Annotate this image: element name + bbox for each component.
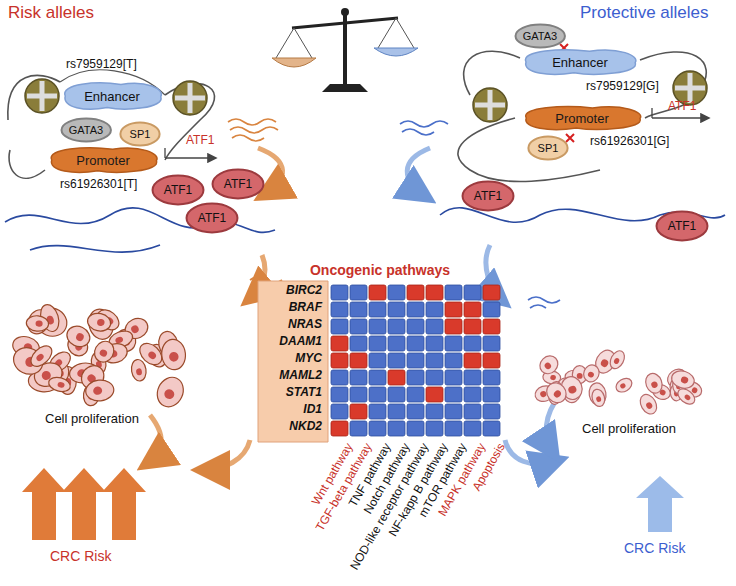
molecule-name: ATF1	[668, 219, 696, 233]
molecule-name: Enhancer	[84, 89, 140, 104]
molecule-name: ATF1	[198, 211, 226, 225]
molecule-name: ATF1	[224, 177, 252, 191]
molecule-shape: ATF1	[462, 181, 514, 211]
gene-name: NRAS	[288, 316, 322, 333]
molecule-shape: ATF1	[152, 175, 204, 205]
nucleosome	[25, 79, 207, 115]
gene-name: BRAF	[289, 299, 322, 316]
molecule-shape: SP1	[120, 122, 160, 146]
gene-name: ID1	[303, 401, 322, 418]
molecule-shape: ATF1	[656, 211, 708, 241]
molecule-shape: Enhancer	[520, 47, 640, 77]
molecule-name: GATA3	[69, 124, 103, 136]
gene-name: BIRC2	[286, 282, 322, 299]
molecule-shape: Promoter	[520, 104, 645, 132]
text-label: Risk alleles	[8, 3, 94, 23]
text-label: ATF1	[186, 134, 214, 148]
mrna-wave	[228, 119, 560, 308]
text-label: Cell proliferation	[45, 412, 139, 427]
molecule-name: ATF1	[164, 183, 192, 197]
molecule-shape: GATA3	[515, 24, 565, 48]
text-label: ATF1	[668, 100, 696, 114]
molecule-name: GATA3	[523, 30, 557, 42]
text-label: rs7959129[G]	[586, 80, 659, 94]
heatmap	[331, 285, 500, 436]
molecule-name: ATF1	[474, 189, 502, 203]
molecule-shape: SP1	[528, 136, 568, 160]
flow-arrow	[145, 148, 560, 470]
cell-cluster	[9, 302, 704, 416]
gene-name: MYC	[295, 350, 322, 367]
text-label: CRC Risk	[624, 540, 685, 556]
molecule-shape: Enhancer	[60, 80, 165, 112]
text-label: CRC Risk	[50, 548, 111, 564]
text-label: rs7959129[T]	[66, 58, 137, 72]
molecule-shape: Promoter	[46, 145, 161, 175]
gene-box: BIRC2BRAFNRASDAAM1MYCMAML2STAT1ID1NKD2	[258, 281, 328, 442]
text-label: Oncogenic pathways	[310, 262, 450, 278]
molecule-name: SP1	[130, 128, 151, 140]
text-label: rs61926301[T]	[60, 178, 137, 192]
gene-name: STAT1	[286, 384, 322, 401]
gene-name: MAML2	[279, 367, 322, 384]
molecule-name: SP1	[538, 142, 559, 154]
molecule-shape: ATF1	[186, 203, 238, 233]
molecule-name: Enhancer	[552, 55, 608, 70]
molecule-shape: GATA3	[61, 118, 111, 142]
text-label: Protective alleles	[580, 3, 709, 23]
molecule-name: Promoter	[76, 153, 129, 168]
balance-scale	[272, 8, 418, 92]
gene-name: DAAM1	[279, 333, 322, 350]
molecule-name: Promoter	[555, 111, 608, 126]
text-label: Cell proliferation	[582, 422, 676, 437]
molecule-shape: ATF1	[212, 169, 264, 199]
text-label: rs61926301[G]	[590, 135, 669, 149]
gene-name: NKD2	[289, 418, 322, 435]
